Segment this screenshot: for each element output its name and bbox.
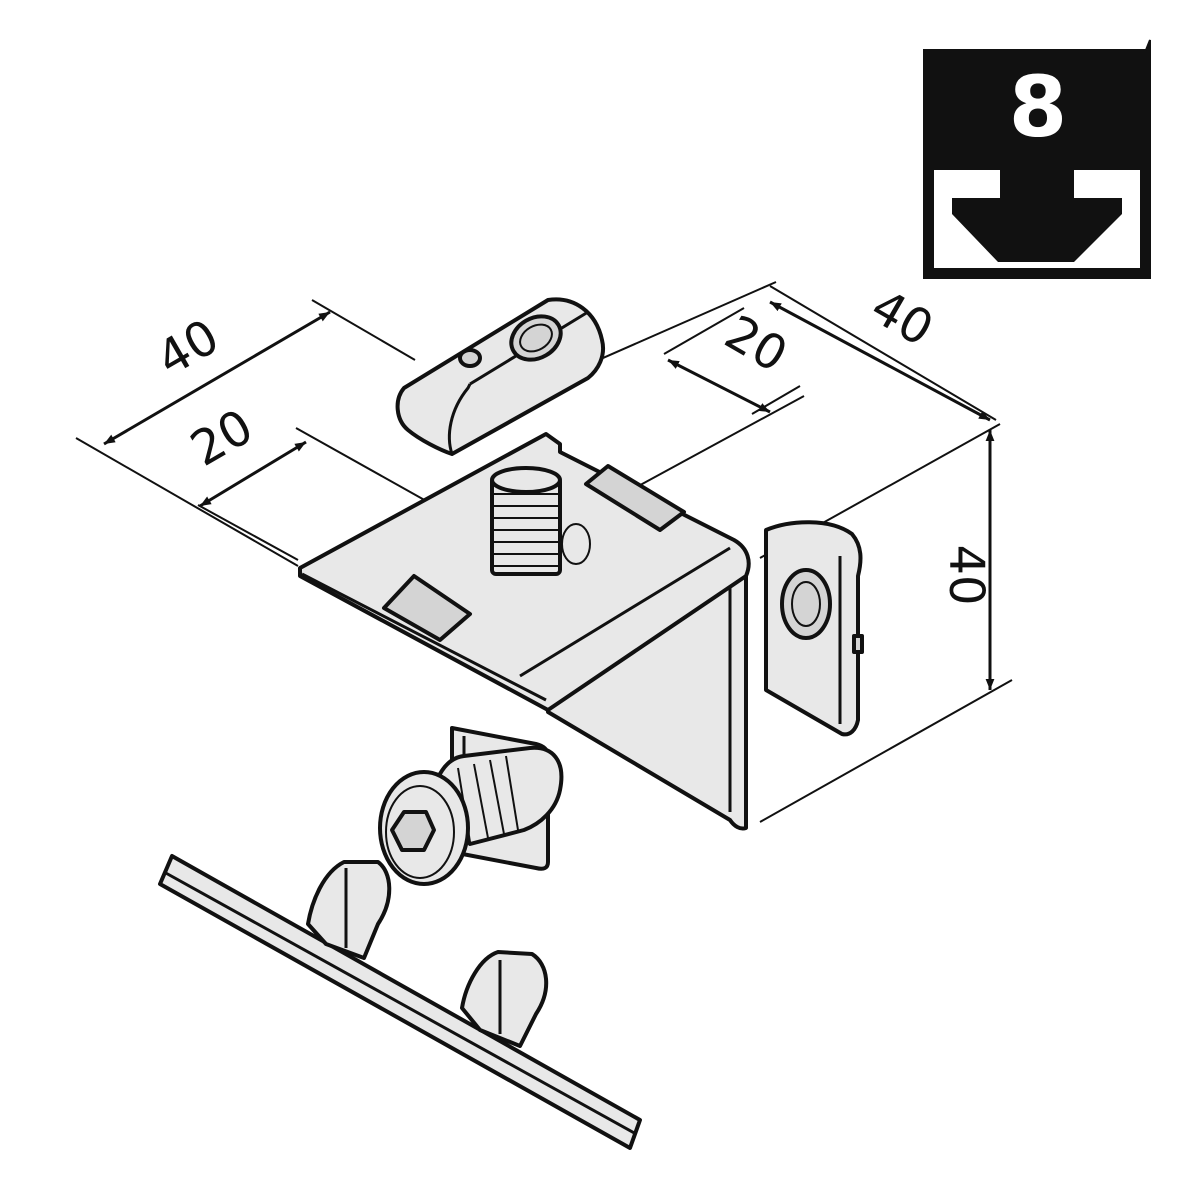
cover-cap bbox=[158, 854, 642, 1150]
hex-socket-icon bbox=[390, 810, 436, 852]
dim-label-top-right-outer: 40 bbox=[862, 279, 943, 358]
t-nut-top bbox=[395, 297, 605, 456]
screw-assembly bbox=[378, 726, 564, 886]
t-slot-profile-icon bbox=[932, 164, 1142, 262]
stud-thread-lines bbox=[494, 493, 558, 567]
dim-label-top-left-outer: 40 bbox=[148, 309, 229, 388]
slot-size-label: 8 bbox=[1009, 58, 1067, 156]
dim-label-top-left-inner: 20 bbox=[182, 399, 263, 478]
t-nut-right bbox=[764, 520, 864, 737]
angle-bracket bbox=[298, 432, 751, 831]
slot-size-badge: 8 bbox=[923, 39, 1151, 279]
dim-label-right-height: 40 bbox=[938, 544, 994, 605]
